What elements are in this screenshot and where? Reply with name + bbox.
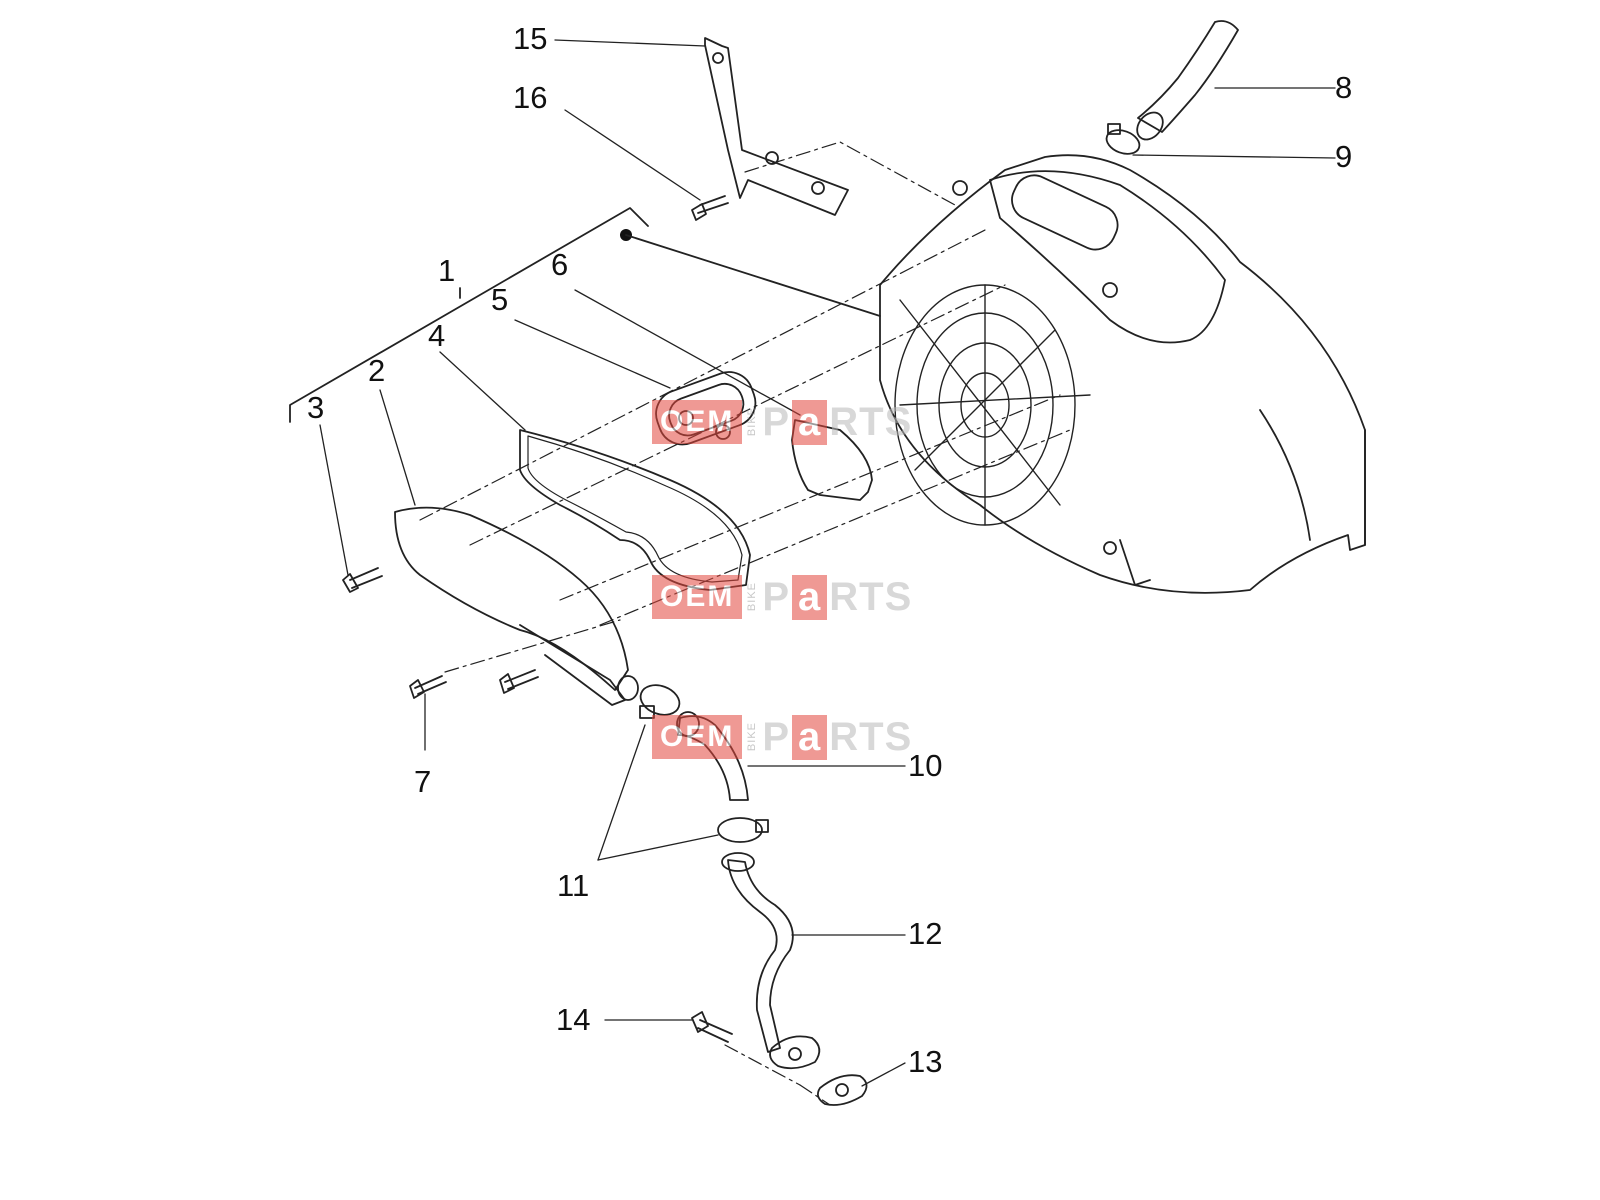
callout-label-15: 15 — [513, 21, 548, 56]
gasket-13-hole — [835, 1083, 849, 1097]
watermark-word-highlight: a — [792, 714, 828, 760]
clamp-11-top-tab — [639, 705, 655, 719]
fan-grille — [894, 284, 1091, 526]
watermark-word-end: RTS — [829, 574, 913, 619]
callout-label-4: 4 — [428, 318, 446, 353]
housing-mount-hole — [1103, 541, 1117, 555]
screw-3 — [342, 567, 383, 593]
gasket-13 — [816, 1074, 868, 1106]
bolt-14 — [691, 1011, 733, 1043]
pipe-12 — [727, 859, 794, 1053]
housing-boss — [952, 180, 968, 196]
clamp-9-tab — [1107, 123, 1121, 135]
filter-block-6 — [791, 419, 873, 501]
housing-boss — [1102, 282, 1118, 298]
watermark-box: OEM — [652, 715, 743, 759]
gasket-4-inner — [527, 435, 743, 583]
watermark-word-highlight: a — [792, 574, 828, 620]
leader-dot — [625, 234, 881, 317]
cover-2-outlet-end — [617, 675, 639, 701]
watermark-word-end: RTS — [829, 399, 913, 444]
mounting-bracket — [704, 37, 849, 216]
watermark-box: OEM — [652, 575, 743, 619]
clamp-11-top — [639, 684, 681, 716]
bracket-hole — [765, 151, 779, 165]
watermark-word-end: RTS — [829, 714, 913, 759]
housing-rib — [1119, 409, 1366, 586]
callout-label-12: 12 — [908, 916, 943, 951]
screw-7a — [409, 675, 447, 699]
callout-label-11: 11 — [557, 868, 590, 903]
callout-label-14: 14 — [556, 1002, 591, 1037]
clamp-11-bottom-tab — [755, 819, 769, 833]
watermark-word-start: P — [762, 399, 791, 444]
callout-label-16: 16 — [513, 80, 548, 115]
cover-2 — [394, 506, 629, 691]
watermark-side-text: BIKE — [746, 407, 759, 437]
clamp-9 — [1105, 129, 1141, 155]
cover-2-outlet — [519, 624, 626, 706]
pipe-12-end — [721, 852, 755, 872]
watermark-word-start: P — [762, 714, 791, 759]
callout-label-8: 8 — [1335, 70, 1353, 105]
watermark-word-highlight: a — [792, 399, 828, 445]
watermark-box: OEM — [652, 400, 743, 444]
flange-hole — [788, 1047, 802, 1061]
bracket-hole — [712, 52, 724, 64]
callout-label-7: 7 — [414, 764, 432, 799]
watermark-side-text: BIKE — [746, 722, 759, 752]
housing-inner-edge — [989, 170, 1226, 344]
watermark-side-text: BIKE — [746, 582, 759, 612]
callout-label-3: 3 — [307, 390, 325, 425]
callout-label-9: 9 — [1335, 139, 1353, 174]
screw-7b — [499, 669, 539, 694]
gasket-4 — [519, 429, 751, 591]
watermark-word-start: P — [762, 574, 791, 619]
hose-8 — [1137, 20, 1239, 133]
clamp-11-bottom — [717, 817, 763, 843]
callout-label-10: 10 — [908, 748, 943, 783]
intake-slot — [1011, 174, 1119, 251]
bolt-16 — [691, 195, 729, 221]
bracket-hole — [811, 181, 825, 195]
leader-lines — [319, 39, 1336, 1087]
hose-8-end — [1136, 111, 1164, 141]
callout-label-5: 5 — [491, 282, 509, 317]
group-1-bracket — [289, 207, 649, 423]
callout-label-1: 1 — [438, 253, 456, 288]
callout-label-6: 6 — [551, 247, 569, 282]
callout-label-2: 2 — [368, 353, 386, 388]
fan-cover-housing — [879, 154, 1366, 594]
pipe-12-flange — [769, 1035, 821, 1070]
callout-label-13: 13 — [908, 1044, 943, 1079]
